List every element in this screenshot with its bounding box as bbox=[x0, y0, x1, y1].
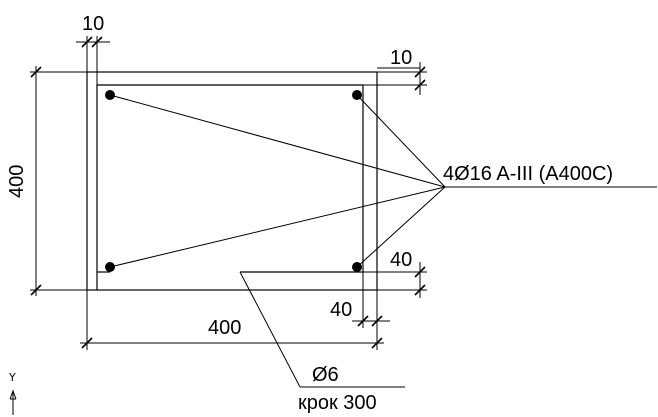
dimension-rebar-offset-right-label: 40 bbox=[330, 299, 352, 321]
main-rebar-callout: 4Ø16 A-III (A400C) bbox=[443, 163, 613, 185]
stirrup-diameter-callout: Ø6 bbox=[312, 364, 339, 386]
stirrup-leader bbox=[239, 271, 405, 388]
concrete-section-outline bbox=[86, 71, 378, 291]
dimension-rebar-offset-bottom-label: 40 bbox=[390, 249, 412, 271]
stirrup-spacing-callout: крок 300 bbox=[298, 392, 377, 414]
ucs-y-label: Y bbox=[8, 371, 16, 384]
main-rebar-leaders bbox=[109, 94, 657, 268]
ucs-icon bbox=[9, 389, 17, 415]
dimension-rebar-offset-bottom bbox=[363, 262, 427, 298]
dimension-cover-top-label: 10 bbox=[82, 13, 104, 35]
dimension-height bbox=[30, 66, 87, 296]
stirrup-outline bbox=[96, 84, 364, 290]
dimension-cover-right-label: 10 bbox=[390, 47, 412, 69]
dimension-cover-top bbox=[76, 36, 110, 85]
dimension-height-label: 400 bbox=[6, 165, 28, 198]
dimension-width-label: 400 bbox=[208, 317, 241, 339]
dimension-rebar-offset-right bbox=[352, 272, 390, 328]
dimension-cover-right bbox=[363, 62, 427, 95]
